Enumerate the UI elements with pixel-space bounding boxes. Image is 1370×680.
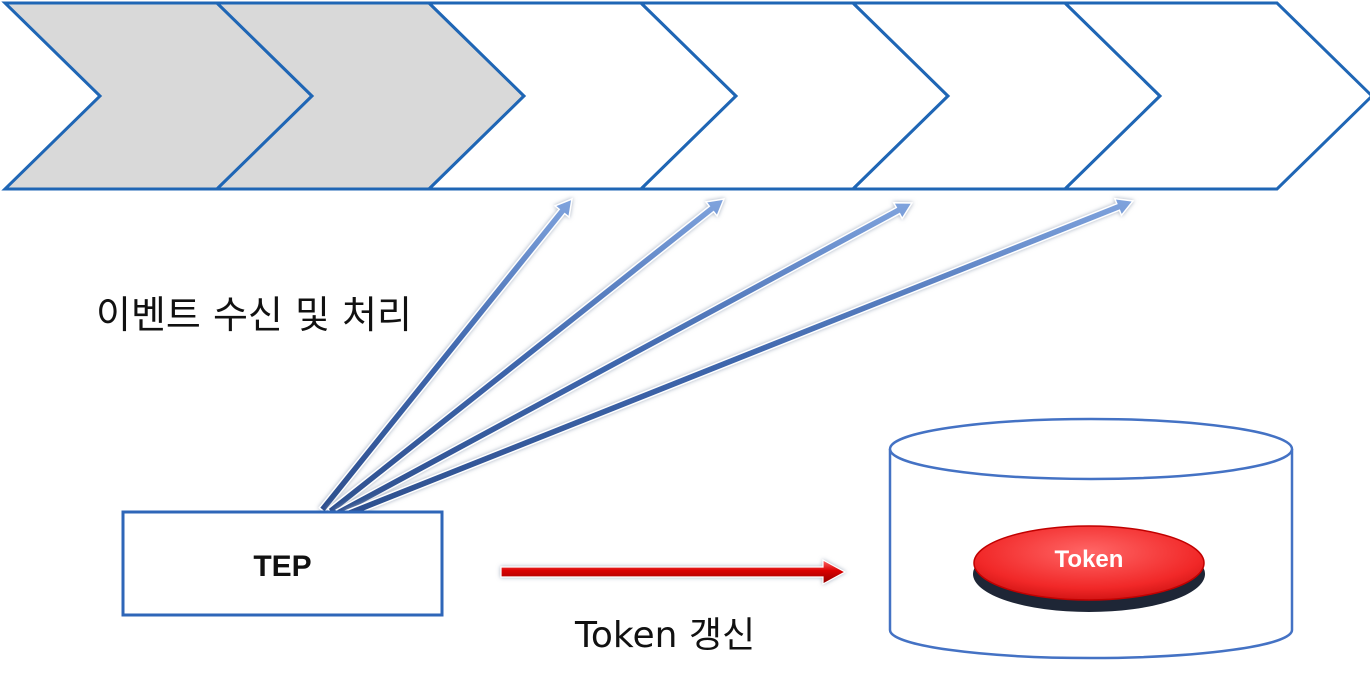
token-update-label: Token 갱신 (574, 615, 755, 656)
tep-box: TEP (121, 510, 444, 617)
event-arrow-4 (343, 197, 1135, 519)
token-update-arrow (500, 558, 847, 586)
tep-label: TEP (253, 550, 311, 583)
event-arrows (318, 197, 1135, 519)
process-chevron-6 (1061, 1, 1370, 191)
event-arrow-3 (335, 201, 914, 518)
token-button: Token (973, 525, 1205, 612)
event-arrow-1 (318, 197, 573, 514)
process-chevron-band (1, 1, 1370, 191)
event-label: 이벤트 수신 및 처리 (96, 293, 412, 337)
event-arrow-2 (326, 198, 726, 516)
token-label: Token (1055, 546, 1124, 573)
